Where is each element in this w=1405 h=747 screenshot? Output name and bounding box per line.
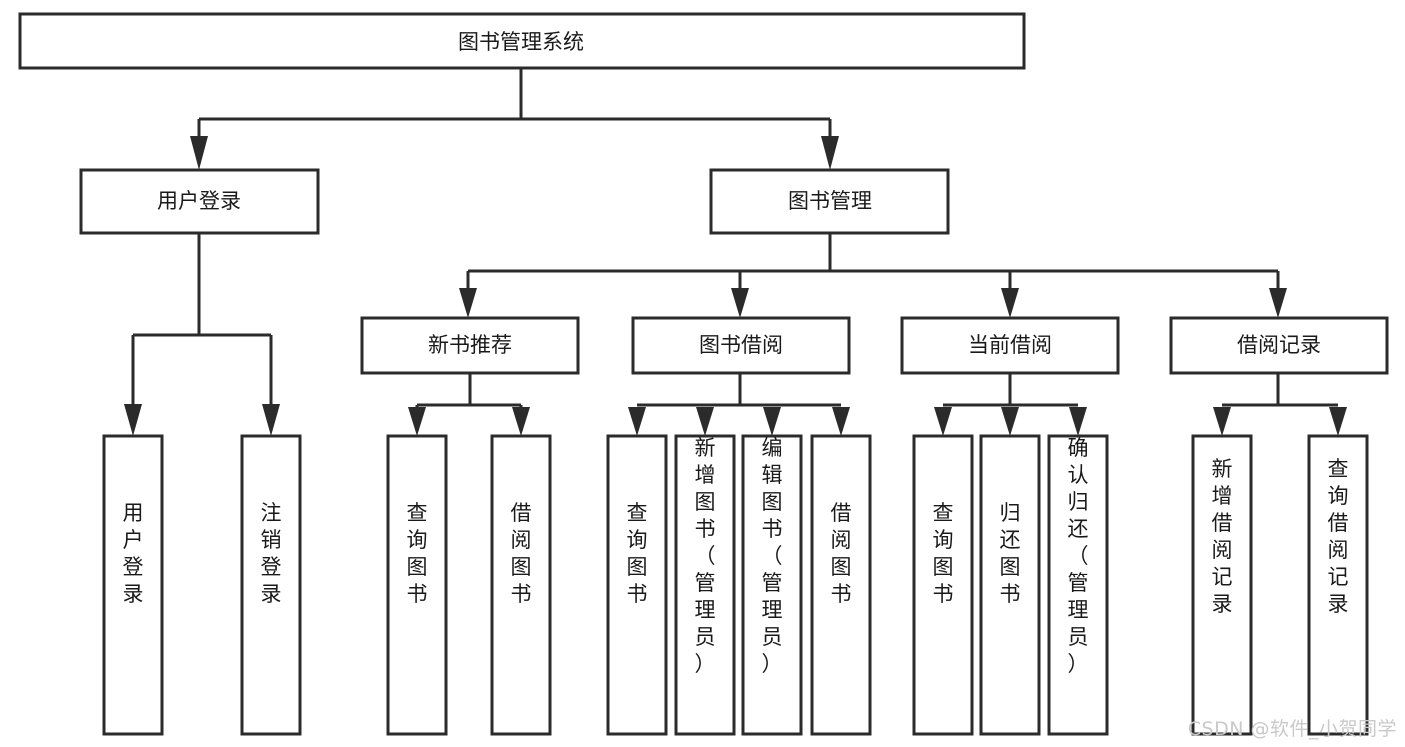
node-current-borrow-label: 当前借阅: [968, 333, 1052, 357]
node-root-label: 图书管理系统: [458, 30, 584, 54]
arrow-head-currentborrow-leaf-2: [1001, 407, 1019, 436]
arrow-head-borrowrecord-leaf-2: [1329, 407, 1347, 436]
node-root-box[interactable]: [18, 12, 1026, 70]
watermark-text: CSDN @软件_小贺同学: [1187, 718, 1397, 740]
leaf-book-borrow-1-label: 查询图书: [627, 501, 648, 606]
leaf-user-login-1-label: 用户登录: [123, 501, 144, 606]
arrow-head-newbook-leaf-1: [408, 407, 426, 436]
leaf-new-book-1-label: 查询图书: [407, 501, 428, 606]
leaf-new-book-2-box[interactable]: [490, 434, 552, 736]
leaf-user-login-2-label: 注销登录: [261, 501, 282, 606]
leaf-user-login-2[interactable]: 注销登录: [240, 434, 302, 736]
node-borrow-record-label: 借阅记录: [1237, 333, 1321, 357]
arrow-head-userlogin-leaf-1: [124, 404, 142, 436]
leaf-new-book-1[interactable]: 查询图书: [386, 434, 448, 736]
leaf-book-borrow-3-label: 编辑图书（管理员）: [762, 436, 783, 676]
node-new-book-recommend-label: 新书推荐: [428, 333, 512, 357]
leaf-book-borrow-2-label: 新增图书（管理员）: [695, 436, 716, 676]
leaf-current-borrow-3[interactable]: 确认归还（管理员）: [1047, 434, 1109, 736]
node-book-management-box[interactable]: [709, 168, 950, 235]
node-root[interactable]: 图书管理系统: [18, 12, 1026, 70]
leaf-book-borrow-1[interactable]: 查询图书: [606, 434, 668, 736]
leaf-current-borrow-3-box[interactable]: [1047, 434, 1109, 736]
arrow-head-current-borrow: [1001, 288, 1019, 318]
arrow-head-bookborrow-leaf-1: [628, 407, 646, 436]
leaf-book-borrow-4[interactable]: 借阅图书: [810, 434, 872, 736]
leaf-current-borrow-2-box[interactable]: [979, 434, 1041, 736]
arrow-head-currentborrow-leaf-3: [1069, 407, 1087, 436]
leaf-current-borrow-1-label: 查询图书: [933, 501, 954, 606]
connector-layer: [124, 68, 1347, 436]
arrow-head-userlogin-leaf-2: [262, 404, 280, 436]
leaf-current-borrow-2-label: 归还图书: [1000, 501, 1021, 606]
leaf-current-borrow-1[interactable]: 查询图书: [912, 434, 974, 736]
node-borrow-record[interactable]: 借阅记录: [1169, 316, 1389, 375]
leaf-user-login-2-box[interactable]: [240, 434, 302, 736]
node-book-management[interactable]: 图书管理: [709, 168, 950, 235]
arrow-head-bookborrow-leaf-3: [763, 407, 781, 436]
leaf-book-borrow-1-box[interactable]: [606, 434, 668, 736]
leaf-borrow-record-1[interactable]: 新增借阅记录: [1191, 434, 1253, 736]
leaf-book-borrow-2-box[interactable]: [674, 434, 736, 736]
node-book-borrow-box[interactable]: [631, 316, 851, 375]
leaf-current-borrow-1-box[interactable]: [912, 434, 974, 736]
leaf-book-borrow-3[interactable]: 编辑图书（管理员）: [741, 434, 803, 736]
leaf-current-borrow-2[interactable]: 归还图书: [979, 434, 1041, 736]
node-new-book-recommend[interactable]: 新书推荐: [360, 316, 580, 375]
node-book-borrow-label: 图书借阅: [699, 333, 783, 357]
arrow-head-book-mgmt: [821, 136, 839, 170]
node-user-login[interactable]: 用户登录: [79, 168, 320, 235]
leaf-book-borrow-4-box[interactable]: [810, 434, 872, 736]
node-book-borrow[interactable]: 图书借阅: [631, 316, 851, 375]
node-new-book-recommend-box[interactable]: [360, 316, 580, 375]
node-user-login-box[interactable]: [79, 168, 320, 235]
node-current-borrow[interactable]: 当前借阅: [900, 316, 1120, 375]
node-current-borrow-box[interactable]: [900, 316, 1120, 375]
node-book-management-label: 图书管理: [788, 189, 872, 213]
arrow-head-book-borrow: [731, 288, 749, 318]
leaf-borrow-record-2-label: 查询借阅记录: [1328, 457, 1349, 616]
leaf-borrow-record-1-label: 新增借阅记录: [1212, 457, 1233, 616]
arrow-head-borrowrecord-leaf-1: [1213, 407, 1231, 436]
arrow-head-newbook-leaf-2: [512, 407, 530, 436]
leaf-book-borrow-3-box[interactable]: [741, 434, 803, 736]
leaf-borrow-record-1-box[interactable]: [1191, 434, 1253, 736]
leaf-borrow-record-2-box[interactable]: [1307, 434, 1369, 736]
leaf-user-login-1[interactable]: 用户登录: [102, 434, 164, 736]
leaf-new-book-2[interactable]: 借阅图书: [490, 434, 552, 736]
leaf-borrow-record-2[interactable]: 查询借阅记录: [1307, 434, 1369, 736]
node-borrow-record-box[interactable]: [1169, 316, 1389, 375]
leaf-user-login-1-box[interactable]: [102, 434, 164, 736]
leaf-new-book-2-label: 借阅图书: [511, 501, 532, 606]
leaf-book-borrow-2[interactable]: 新增图书（管理员）: [674, 434, 736, 736]
arrow-head-user-login: [190, 136, 208, 170]
leaf-book-borrow-4-label: 借阅图书: [831, 501, 852, 606]
arrow-head-new-book: [459, 288, 477, 318]
arrow-head-bookborrow-leaf-4: [832, 407, 850, 436]
arrow-head-currentborrow-leaf-1: [934, 407, 952, 436]
arrow-head-borrow-record: [1269, 288, 1287, 318]
leaf-current-borrow-3-label: 确认归还（管理员）: [1068, 436, 1089, 676]
arrow-head-bookborrow-leaf-2: [696, 407, 714, 436]
leaf-new-book-1-box[interactable]: [386, 434, 448, 736]
node-user-login-label: 用户登录: [157, 189, 241, 213]
